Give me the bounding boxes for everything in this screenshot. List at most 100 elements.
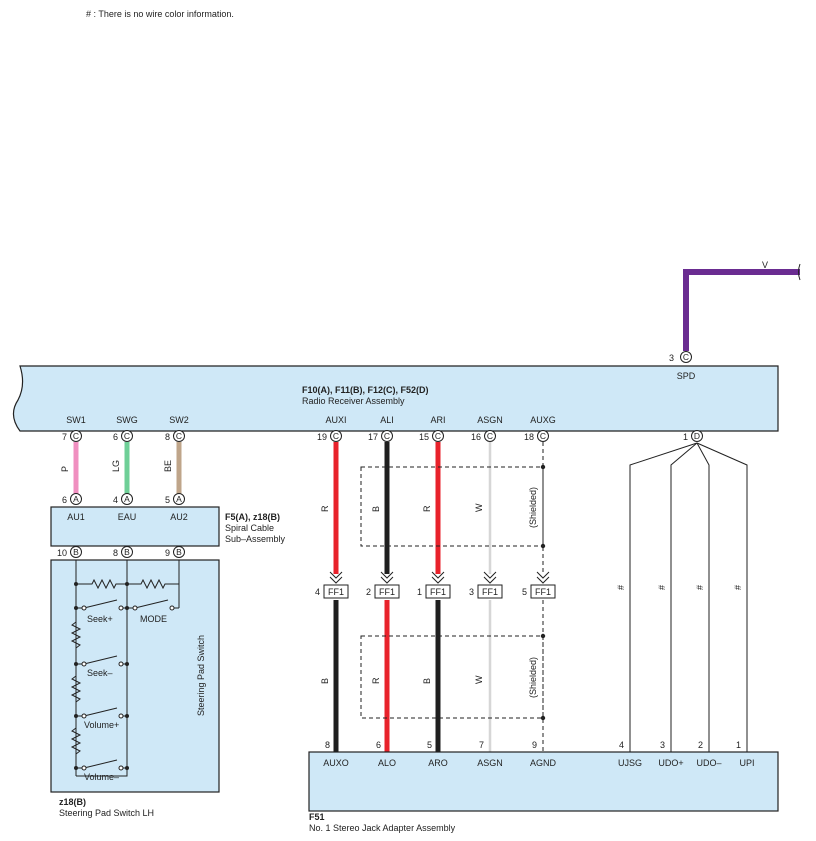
- jack-pin-number: 5: [427, 740, 432, 750]
- junction-pin-number: 3: [469, 587, 474, 597]
- shielded-label-lower: (Shielded): [528, 657, 538, 698]
- jack-codes: F51: [309, 812, 325, 822]
- junction-ff1-box: [425, 584, 451, 599]
- wire-color-label: R: [422, 505, 432, 512]
- radio-pin-number: 1: [683, 432, 688, 442]
- shielded-label-upper: (Shielded): [528, 487, 538, 528]
- steering-name: Steering Pad Switch LH: [59, 808, 154, 818]
- wire-spd-violet: [683, 269, 800, 351]
- junction-pin-number: 5: [522, 587, 527, 597]
- steering-pad-inner-label: Steering Pad Switch: [196, 635, 206, 716]
- junction-ff1-label: FF1: [328, 587, 344, 597]
- spiral-pin-label: AU1: [67, 512, 85, 522]
- wire-break-mark: [798, 263, 801, 281]
- jack-pin-number: 8: [325, 740, 330, 750]
- junction-arrow-icon: [536, 571, 550, 584]
- jack-pin-number: 7: [479, 740, 484, 750]
- radio-pin-connector-circle: [173, 430, 185, 442]
- steering-switch-circuit: [70, 560, 180, 777]
- spiral-top-pin-number: 5: [165, 495, 170, 505]
- no-color-hash: #: [657, 585, 667, 590]
- jack-name: No. 1 Stereo Jack Adapter Assembly: [309, 823, 456, 833]
- wire-color-label: B: [422, 678, 432, 684]
- wire-color-label: R: [371, 677, 381, 684]
- spiral-cable-box: [50, 506, 220, 547]
- junction-ff1-box: [323, 584, 349, 599]
- radio-pin-label: ASGN: [477, 415, 503, 425]
- spiral-top-pin-number: 6: [62, 495, 67, 505]
- radio-receiver-box: [12, 365, 779, 432]
- junction-ff1-label: FF1: [430, 587, 446, 597]
- stereo-jack-box: [308, 751, 779, 812]
- spiral-top-connector-letter: A: [73, 494, 79, 504]
- radio-pin-number: 8: [165, 432, 170, 442]
- radio-receiver-codes: F10(A), F11(B), F12(C), F52(D): [302, 385, 429, 395]
- no-color-hash: #: [733, 585, 743, 590]
- legend-note: # : There is no wire color information.: [86, 9, 234, 19]
- spiral-top-connector-circle: [70, 493, 82, 505]
- junction-arrow-icon: [329, 571, 343, 584]
- spiral-pin-label: AU2: [170, 512, 188, 522]
- spd-connector-letter: C: [683, 352, 689, 362]
- switch-label-volume-plus: Volume+: [84, 720, 119, 730]
- jack-pin-label: ALO: [378, 758, 396, 768]
- spiral-bottom-pin-number: 8: [113, 548, 118, 558]
- steering-codes: z18(B): [59, 797, 86, 807]
- radio-pin-connector-circle: [691, 430, 703, 442]
- junction-pin-number: 4: [315, 587, 320, 597]
- radio-pin-connector-letter: C: [540, 431, 546, 441]
- spiral-pin-label: EAU: [118, 512, 137, 522]
- radio-pin-number: 16: [471, 432, 481, 442]
- spiral-bottom-connector-letter: B: [73, 547, 79, 557]
- spiral-bottom-connector-circle: [70, 546, 82, 558]
- radio-pin-label: SW2: [169, 415, 189, 425]
- radio-receiver-name: Radio Receiver Assembly: [302, 396, 405, 406]
- radio-pin-connector-circle: [121, 430, 133, 442]
- spiral-bottom-pin-number: 9: [165, 548, 170, 558]
- wire-color-label: LG: [111, 460, 121, 472]
- switch-label-seek-plus: Seek+: [87, 614, 113, 624]
- radio-pin-connector-letter: C: [124, 431, 130, 441]
- wire-color-label: B: [320, 678, 330, 684]
- radio-pin-number: 7: [62, 432, 67, 442]
- steering-pad-box: [50, 559, 220, 793]
- junction-arrow-icon: [380, 571, 394, 584]
- spd-connector-circle: [680, 351, 692, 363]
- jack-pin-number: 1: [736, 740, 741, 750]
- jack-pin-label: ASGN: [477, 758, 503, 768]
- jack-pin-label: UJSG: [618, 758, 642, 768]
- no-color-hash: #: [695, 585, 705, 590]
- jack-pin-number: 3: [660, 740, 665, 750]
- spiral-top-connector-letter: A: [176, 494, 182, 504]
- spiral-name-2: Sub–Assembly: [225, 534, 286, 544]
- no-color-hash: #: [616, 585, 626, 590]
- jack-pin-label: UDO–: [696, 758, 721, 768]
- spiral-top-pin-number: 4: [113, 495, 118, 505]
- spd-pin-label: SPD: [677, 371, 696, 381]
- radio-pin-connector-letter: D: [694, 431, 700, 441]
- spiral-top-connector-circle: [121, 493, 133, 505]
- junction-ff1-box: [374, 584, 400, 599]
- jack-pin-number: 9: [532, 740, 537, 750]
- junction-pin-number: 2: [366, 587, 371, 597]
- radio-pin-label: AUXI: [325, 415, 346, 425]
- radio-pin-label: ALI: [380, 415, 394, 425]
- radio-pin-connector-circle: [432, 430, 444, 442]
- radio-pin-connector-letter: C: [487, 431, 493, 441]
- radio-pin-connector-letter: C: [435, 431, 441, 441]
- radio-pin-number: 6: [113, 432, 118, 442]
- radio-pin-connector-letter: C: [176, 431, 182, 441]
- jack-pin-number: 6: [376, 740, 381, 750]
- junction-ff1-box: [477, 584, 503, 599]
- radio-pin-number: 18: [524, 432, 534, 442]
- shield-lower: [360, 635, 544, 719]
- spiral-bottom-connector-circle: [121, 546, 133, 558]
- spd-pin-number: 3: [669, 353, 674, 363]
- radio-pin-connector-circle: [70, 430, 82, 442]
- jack-pin-label: AUXO: [323, 758, 349, 768]
- spiral-bottom-connector-letter: B: [176, 547, 182, 557]
- radio-pin-connector-letter: C: [73, 431, 79, 441]
